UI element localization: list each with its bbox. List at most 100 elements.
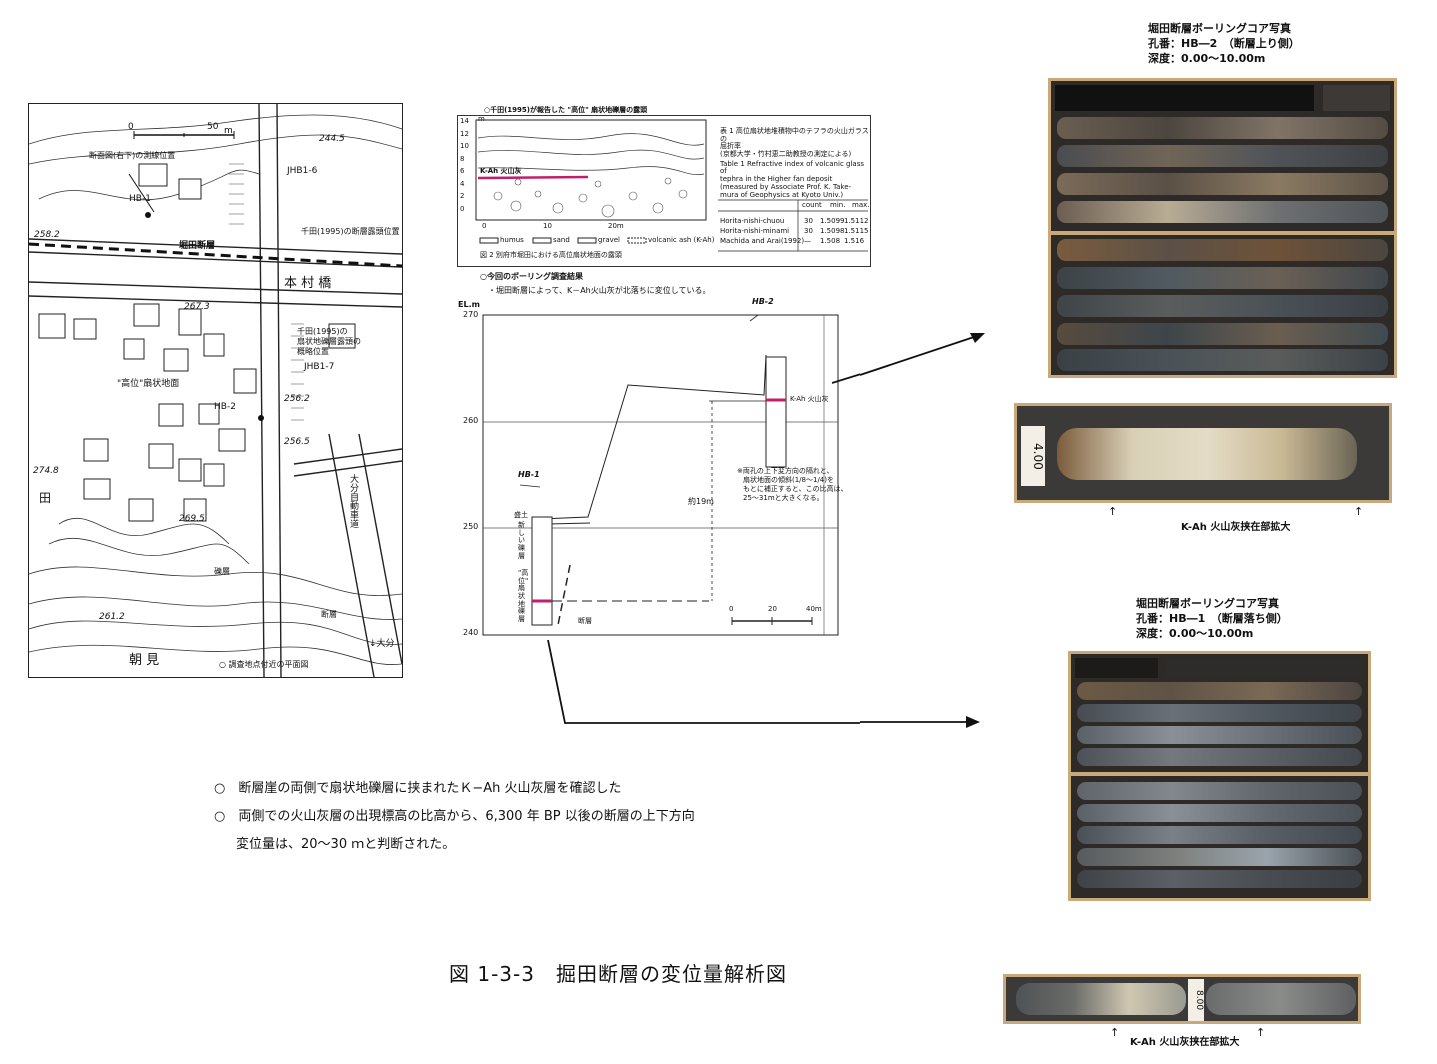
fault-label: 断層 <box>321 610 337 619</box>
boring-y-tick-240: 240 <box>463 628 479 637</box>
legend-humus: humus <box>500 236 524 244</box>
outcrop-y-tick-2: 2 <box>460 192 465 200</box>
arrow-up-icon: ↑ <box>1256 1026 1266 1039</box>
fig2-caption: 図 2 別府市堀田における高位扇状地面の露頭 <box>480 251 622 259</box>
figure-title: 図 1-3-3 掘田断層の変位量解析図 <box>449 962 787 986</box>
chida-outcrop-label: 千田(1995)の断層露頭位置 <box>301 227 400 236</box>
chida-fan-2: 扇状地礫層露頭の <box>297 337 361 346</box>
arrow-up-icon: ↑ <box>1110 1026 1120 1039</box>
hb2-borehole <box>765 356 787 468</box>
jhb1-6-label: JHB1-6 <box>287 166 318 176</box>
outcrop-y-tick-8: 8 <box>460 154 465 163</box>
rice-field-label: 田 <box>39 491 52 505</box>
boring-y-tick-260: 260 <box>463 416 479 425</box>
core-bottom-zoom-mark: 8.00 <box>1188 979 1204 1021</box>
horita-fault-label: 堀田断層 <box>179 241 216 251</box>
hb2-kah-label: K-Ah 火山灰 <box>790 395 829 403</box>
core-top-depth: 深度：0.00〜10.00m <box>1148 51 1266 65</box>
core-top-title: 堀田断層ボーリングコア写真 <box>1148 22 1291 35</box>
boring-y-tick-250: 250 <box>463 522 479 531</box>
summary-line-3: 変位量は、20〜30 ｍと判断された。 <box>236 837 456 852</box>
hb1-point <box>145 212 151 218</box>
table-cell-count: 30 <box>804 217 813 225</box>
outcrop-x-tick-0: 0 <box>482 222 487 230</box>
elev-258-2: 258.2 <box>34 230 60 240</box>
boring-section <box>482 314 860 724</box>
table-cell-max: 1.516 <box>844 237 865 245</box>
elev-256-5: 256.5 <box>284 437 310 447</box>
core-box-hb1 <box>1068 651 1371 901</box>
boring-y-unit: EL.m <box>458 300 480 309</box>
note-line-1: ※両孔の上下変方向の隔れと、 <box>737 467 834 475</box>
table-title-en-3: (measured by Associate Prof. K. Take- <box>720 182 852 191</box>
table-title-en-2: tephra in the Higher fan deposit <box>720 175 833 184</box>
arrow-to-bottom-core <box>860 716 980 728</box>
offset-label: 約19m <box>688 497 714 506</box>
core-zoom-hb2: 4.00 <box>1014 403 1392 503</box>
high-fan-gravel-label: "高位" 扇状地礫層 <box>518 569 529 624</box>
hb2-label: HB-2 <box>214 402 236 412</box>
core-top-hole: 孔番：HB―2 （断層上り側） <box>1148 36 1300 50</box>
summary-line-2: ○ 両側での火山灰層の出現標高の比高から、6,300 年 BP 以後の断層の上下… <box>214 809 695 824</box>
table-cell-name: Horita-nishi-chuou <box>720 217 785 225</box>
note-line-3: もとに補正すると、この比高は、 <box>743 485 848 493</box>
honmura-bridge-label: 本 村 橋 <box>284 276 332 291</box>
table-cell-min: 1.5099 <box>820 217 845 225</box>
core-bottom-depth: 深度：0.00〜10.00m <box>1136 626 1254 640</box>
oita-label: ↓大分 <box>369 639 395 649</box>
arrow-up-icon: ↑ <box>1354 505 1364 518</box>
expressway-label: 大分自動車道 <box>348 474 358 528</box>
table-title-jp-2: 屈折率 <box>720 142 741 151</box>
outcrop-y-tick-14: 14 <box>460 117 469 125</box>
outcrop-y-tick-4: 4 <box>460 179 465 188</box>
table-cell-count: 30 <box>804 227 813 235</box>
core-zoom-hb1: 8.00 <box>1003 974 1361 1024</box>
outcrop-x-tick-20: 20m <box>608 222 624 230</box>
new-gravel-label: 新しい礫層 <box>518 521 525 560</box>
legend-ash: volcanic ash (K-Ah) <box>648 236 715 244</box>
elev-261-2: 261.2 <box>99 612 125 622</box>
hb1-borehole <box>531 516 553 626</box>
core-bottom-title: 堀田断層ボーリングコア写真 <box>1136 597 1279 610</box>
table-cell-max: 1.5112 <box>844 217 869 225</box>
map-scale-unit: m <box>224 126 233 136</box>
table-cell-name: Machida and Arai(1992) <box>720 237 805 245</box>
core-bottom-zoom-caption: K-Ah 火山灰挟在部拡大 <box>1130 1037 1240 1048</box>
arrow-to-top-core <box>860 333 985 376</box>
hb2-label: HB-2 <box>752 297 774 306</box>
hb1-label: HB-1 <box>518 470 540 479</box>
legend-sand: sand <box>553 236 570 244</box>
scale-40: 40m <box>806 605 822 613</box>
scale-0: 0 <box>729 605 734 613</box>
hb2-point <box>258 415 264 421</box>
table-title-jp-3: (京都大学・竹村恵二助教授の測定による) <box>720 150 852 159</box>
fill-label: 盛土 <box>514 511 528 519</box>
outcrop-kah-label: K-Ah 火山灰 <box>480 167 522 175</box>
outcrop-y-tick-12: 12 <box>460 129 469 138</box>
outcrop-heading: ○千田(1995)が報告した "高位" 扇状地礫層の露頭 <box>484 106 648 114</box>
table-title-en-4: mura of Geophysics at Kyoto Univ.) <box>720 190 844 199</box>
map-linework <box>29 104 402 677</box>
jhb1-7-label: JHB1-7 <box>304 362 335 372</box>
note-line-4: 25〜31mと大きくなる。 <box>743 494 824 502</box>
site-plan-map: 0 50 m 244.5 断面図(右下)の測線位置 JHB1-6 HB-1 千田… <box>28 103 403 678</box>
legend-gravel: gravel <box>598 236 621 244</box>
elev-267-3: 267.3 <box>184 302 210 312</box>
outcrop-sketch <box>475 119 868 252</box>
table-header-min: min. <box>830 201 846 209</box>
table-cell-min: 1.5098 <box>820 227 845 235</box>
outcrop-figure: 14 12 10 8 6 4 2 0 m K-Ah 火山灰 0 10 20m h… <box>457 115 871 267</box>
map-scale-zero: 0 <box>128 122 134 132</box>
arrow-up-icon: ↑ <box>1108 505 1118 518</box>
outcrop-y-tick-6: 6 <box>460 167 465 175</box>
core-bottom-hole: 孔番：HB―1 （断層落ち側） <box>1136 611 1288 625</box>
elev-244-5: 244.5 <box>319 134 345 144</box>
table-title-en-1: Table 1 Refractive index of volcanic gla… <box>720 159 864 176</box>
table-header-max: max. <box>852 201 870 209</box>
outcrop-ash-line <box>477 175 589 180</box>
hb1-label: HB-1 <box>129 194 151 204</box>
outcrop-y-tick-10: 10 <box>460 142 469 150</box>
section-line-label: 断面図(右下)の測線位置 <box>89 151 176 160</box>
gravel-label: 礫層 <box>214 567 230 576</box>
scale-20: 20 <box>768 605 777 613</box>
